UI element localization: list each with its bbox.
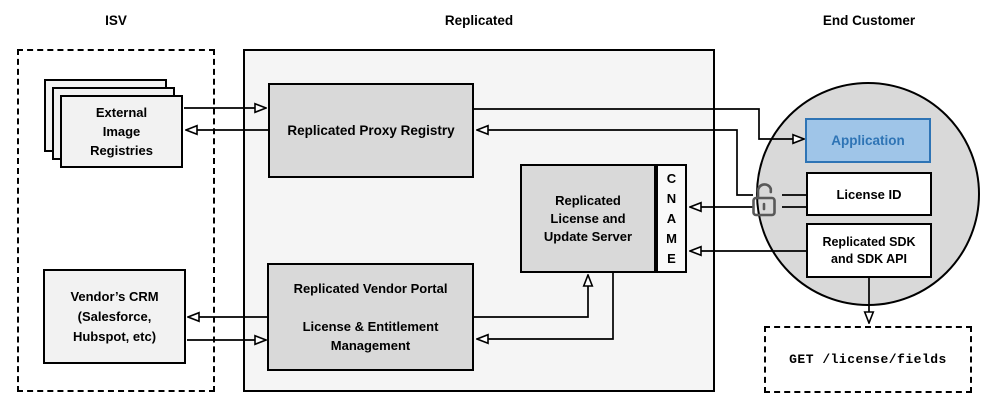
arrow-license-to-proxy [477,130,753,196]
license-update-server-node: Replicated License and Update Server [520,164,656,273]
cname-node: C N A M E [656,164,687,273]
arrow-proxy-to-application [474,108,804,139]
isv-section-box [17,49,215,392]
vendors-crm-node: Vendor’s CRM (Salesforce, Hubspot, etc) [43,269,186,364]
arrow-portal-to-server [474,275,588,318]
replicated-proxy-registry-node: Replicated Proxy Registry [268,83,474,178]
replicated-sdk-node: Replicated SDK and SDK API [806,223,932,278]
get-license-fields-box: GET /license/fields [764,326,972,393]
replicated-vendor-portal-node: Replicated Vendor Portal License & Entit… [267,263,474,371]
license-id-node: License ID [806,172,932,216]
isv-section-title: ISV [105,13,127,28]
replicated-section-title: Replicated [444,13,514,28]
external-image-registries-node: External Image Registries [60,95,183,168]
end-customer-section-title: End Customer [822,13,916,28]
get-license-fields-label: GET /license/fields [789,352,947,367]
unlock-icon [752,183,776,217]
arrow-server-to-portal [477,273,614,339]
application-node: Application [805,118,931,163]
